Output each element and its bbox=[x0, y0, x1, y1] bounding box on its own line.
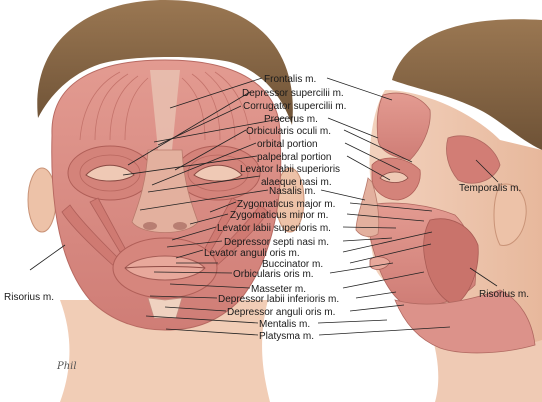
label-depressor-supercilii: Depressor supercilii m. bbox=[242, 88, 344, 99]
label-nasalis: Nasalis m. bbox=[269, 186, 316, 197]
label-orbicularis-oculi: Orbicularis oculi m. bbox=[246, 126, 331, 137]
label-zygomaticus-minor: Zygomaticus minor m. bbox=[230, 210, 328, 221]
label-levator-labii-superioris: Levator labii superioris m. bbox=[217, 223, 331, 234]
label-temporalis: Temporalis m. bbox=[459, 183, 521, 194]
label-orbicularis-oris: Orbicularis oris m. bbox=[233, 269, 314, 280]
label-risorius-left: Risorius m. bbox=[4, 292, 54, 303]
label-frontalis: Frontalis m. bbox=[264, 74, 316, 85]
label-platysma: Platysma m. bbox=[259, 331, 314, 342]
frontalis-fibers bbox=[79, 71, 251, 141]
label-levator-labii-alaeque-line2: alaeque nasi m. bbox=[261, 177, 332, 188]
galea-midline bbox=[150, 70, 180, 150]
label-zygomaticus-major: Zygomaticus major m. bbox=[237, 199, 335, 210]
label-depressor-septi-nasi: Depressor septi nasi m. bbox=[224, 237, 329, 248]
label-orbital-portion: orbital portion bbox=[257, 139, 318, 150]
front-nose bbox=[131, 149, 199, 233]
side-ear bbox=[493, 183, 527, 246]
label-mentalis: Mentalis m. bbox=[259, 319, 310, 330]
label-procerus: Procerus m. bbox=[264, 114, 318, 125]
front-neck bbox=[60, 300, 270, 402]
label-palpebral-portion: palpebral portion bbox=[257, 152, 332, 163]
label-masseter: Masseter m. bbox=[251, 284, 306, 295]
side-platysma bbox=[394, 289, 536, 354]
side-nose bbox=[355, 177, 380, 238]
side-hair bbox=[392, 19, 542, 150]
front-left-ear bbox=[27, 167, 57, 233]
labels: Frontalis m. Depressor supercilii m. Cor… bbox=[4, 74, 529, 342]
label-buccinator: Buccinator m. bbox=[262, 259, 323, 270]
label-levator-labii-alaeque-line1: Levator labii superioris bbox=[240, 164, 340, 175]
right-eyelid bbox=[193, 164, 243, 182]
side-face bbox=[355, 19, 542, 402]
front-face: Phil bbox=[27, 0, 305, 402]
side-frontalis bbox=[376, 92, 431, 161]
left-eyelid bbox=[85, 164, 135, 182]
artist-signature: Phil bbox=[56, 361, 77, 372]
label-levator-anguli-oris: Levator anguli oris m. bbox=[204, 248, 300, 259]
label-depressor-anguli-oris: Depressor anguli oris m. bbox=[227, 307, 335, 318]
label-corrugator-supercilii: Corrugator supercilii m. bbox=[243, 101, 346, 112]
label-risorius-right: Risorius m. bbox=[479, 289, 529, 300]
label-depressor-labii-inferioris: Depressor labii inferioris m. bbox=[218, 294, 339, 305]
side-temporalis bbox=[446, 135, 501, 184]
zygomatic-muscles bbox=[61, 197, 269, 269]
front-hair bbox=[37, 0, 293, 125]
leader-lines bbox=[29, 77, 499, 336]
